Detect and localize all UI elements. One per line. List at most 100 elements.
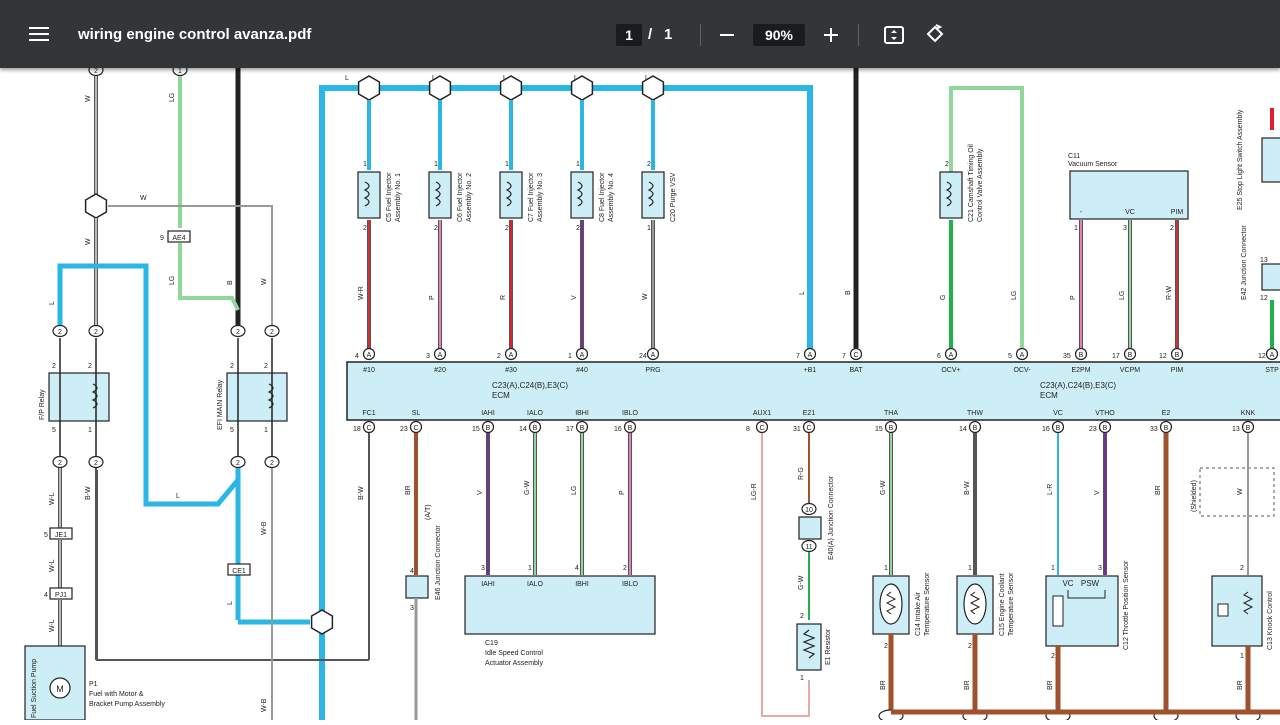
wire-label: W [1237,488,1244,495]
splice-junction [357,75,381,101]
ecm-terminal-label: #30 [505,367,517,374]
iscv-pin-label: IALO [527,581,544,588]
ecm-pin-number: 5 [1008,353,1012,360]
plus-icon[interactable] [816,20,846,50]
ecm-terminal-label: KNK [1241,410,1256,417]
injector-pin-bot: 1 [647,225,651,232]
ecm-pin-number: 8 [746,426,750,433]
fp-relay-box [48,372,110,422]
ecm-pin-marker [481,420,495,434]
e40-label: E40(A) Junction Connector [828,475,835,560]
injector-label-2: Assembly No. 4 [608,173,615,222]
wire-label: W [140,195,147,202]
fit-page-icon[interactable] [879,20,909,50]
ecm-pin-number: 23 [1089,426,1097,433]
ecm-pin-marker-text: A [367,352,372,359]
w-branch-wire [108,205,273,325]
e40-pin-text: 11 [805,544,812,551]
page-number-input[interactable]: 1 [616,24,642,46]
ecm-terminal-label: E2PM [1071,367,1090,374]
tps-pin-label: VC [1062,579,1073,588]
ecm-terminal-label: IALO [527,410,544,417]
resistor-box [796,623,822,671]
ecm-pin-marker [802,420,816,434]
ecm-pin-number: 15 [472,426,480,433]
toolbar-divider [858,24,859,46]
ecm-pin-number: 23 [400,426,408,433]
ecm-pin-number: 24 [639,353,647,360]
knock-pin: 2 [1240,565,1244,572]
ocv-pin-top: 2 [945,161,949,168]
efi-relay-box [226,372,288,422]
stop-light-label: E25 Stop Light Switch Assembly [1237,109,1244,210]
iscv-pin-number: 3 [481,565,485,572]
ecm-pin-marker [884,420,898,434]
relay-pin-text: 2 [236,329,240,336]
wire-label: LG [571,486,578,495]
coil-icon [576,181,583,207]
ecm-terminal-label: PIM [1171,367,1184,374]
relay-pin-number: 5 [230,427,234,434]
motor-icon [49,677,71,699]
ecm-pin-marker-text: B [889,425,894,432]
iscv-pin-label: IAHI [481,581,495,588]
ecm-pin-marker [849,347,863,361]
coil-icon [434,181,441,207]
iscv-pin-number: 4 [575,565,579,572]
wire-label: BR [880,680,887,690]
menu-icon[interactable] [24,0,54,68]
wire-label-l: L [574,75,578,82]
ecm-pin-marker [528,420,542,434]
injector-label: C8 Fuel Injector [599,172,606,222]
wire-label: W [642,293,649,300]
wire-label: B-W [85,486,92,500]
vacuum-sensor-conn: C11 [1068,153,1080,160]
ecm-pin-number: 16 [1042,426,1050,433]
sensor-label-2: Temperature Sensor [1008,572,1015,636]
wire-label: L-R [1047,484,1054,495]
iscv-pin-label: IBLO [622,581,639,588]
coil-icon [363,181,370,207]
ecm-terminal-label: VCPM [1120,367,1140,374]
resistor-icon [1242,591,1254,615]
e46-pin: 4 [410,568,414,575]
ecm-pin-marker-text: A [509,352,514,359]
rotate-icon[interactable] [920,20,950,50]
relay-pin-text: 2 [94,460,98,467]
wire-label-l: L [645,75,649,82]
wire-label: W [85,238,92,245]
e42-box [1261,263,1280,291]
ecm-pin-number: 14 [959,426,967,433]
fp-relay-label: F/P Relay [39,389,46,420]
ecm-pin-marker [944,347,958,361]
e46-label: E46 Junction Connector [435,525,442,600]
relay-pin-text: 2 [58,329,62,336]
ecm-pin-number: 6 [937,353,941,360]
ocv-label-2: Control Valve Assembly [977,148,984,222]
e46-pin: 3 [410,605,414,612]
ecm-pin-marker [1123,347,1137,361]
fuel-pump-label: Fuel Suction Pump [31,659,38,718]
ecm-terminal-label: #20 [434,367,446,374]
pj1-connector [49,587,73,600]
zoom-input[interactable]: 90% [753,24,805,46]
wire-label: L [799,291,806,295]
ecm-pin-number: 1 [568,353,572,360]
ecm-pin-marker-text: B [1056,425,1061,432]
ecm-pin-number: 13 [1232,426,1240,433]
relay-pin [230,324,246,338]
ecm-pin-number: 16 [614,426,622,433]
ecm-pin-marker [1170,347,1184,361]
coil-icon [945,181,952,207]
minus-icon[interactable] [712,20,742,50]
ecm-pin-number: 15 [875,426,883,433]
ecm-pin-marker [646,347,660,361]
ecm-pin-marker [755,420,769,434]
ecm-pin-marker-text: A [438,352,443,359]
ecm-terminal-label: BAT [849,367,863,374]
coil-icon [505,181,512,207]
wire-label: BR [1047,680,1054,690]
ecm-terminal-label: SL [412,410,421,417]
wire-label: LG [1011,291,1018,300]
ecm-pin-marker [1265,347,1279,361]
